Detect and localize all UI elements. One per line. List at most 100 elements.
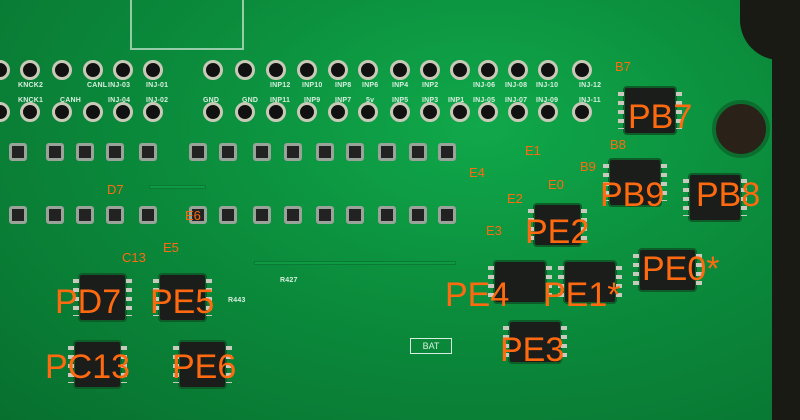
through-hole	[143, 102, 163, 122]
silk-inj11: INJ-11	[579, 97, 601, 104]
label-pe5: PE5	[150, 283, 215, 321]
solder-pad	[219, 206, 237, 224]
ic-pe1	[558, 262, 622, 302]
ic-pd7	[73, 275, 132, 320]
label-b8: B8	[610, 137, 626, 152]
solder-pad	[139, 143, 157, 161]
silk-inj02: INJ-02	[146, 97, 169, 104]
ic-pe5	[153, 275, 212, 320]
trace	[150, 186, 205, 188]
label-pe6: PE6	[172, 348, 237, 386]
label-pe1: PE1*	[543, 276, 621, 314]
solder-pad	[438, 143, 456, 161]
solder-pad	[409, 143, 427, 161]
label-e5: E5	[163, 240, 179, 255]
board-edge-background	[772, 0, 800, 420]
silk-inp1: INP1	[448, 97, 465, 104]
through-hole	[572, 102, 592, 122]
silk-inj03: INJ-03	[108, 82, 131, 89]
label-pe0: PE0*	[642, 250, 720, 288]
solder-pad	[284, 206, 302, 224]
label-e4: E4	[469, 165, 485, 180]
silk-inj09: INJ-09	[536, 97, 559, 104]
solder-pad	[253, 143, 271, 161]
through-hole	[450, 60, 470, 80]
silk-canh: CANH	[60, 97, 82, 104]
label-pe3: PE3	[500, 331, 565, 369]
silk-inj08: INJ-08	[505, 82, 528, 89]
through-hole	[328, 102, 348, 122]
label-b9: B9	[580, 159, 596, 174]
through-hole	[266, 60, 286, 80]
solder-pad	[189, 206, 207, 224]
through-hole	[420, 60, 440, 80]
ic-pc13	[68, 342, 127, 387]
through-hole	[0, 102, 10, 122]
label-pe4: PE4	[445, 276, 510, 314]
solder-pad	[316, 206, 334, 224]
silk-inp9: INP9	[304, 97, 321, 104]
silk-inp8: INP8	[335, 82, 352, 89]
through-hole	[572, 60, 592, 80]
through-hole	[143, 60, 163, 80]
label-e0: E0	[548, 177, 564, 192]
solder-pad	[284, 143, 302, 161]
silk-inp6: INP6	[362, 82, 379, 89]
silk-r443: R443	[228, 297, 246, 304]
silk-inp4: INP4	[392, 82, 409, 89]
solder-pad	[378, 206, 396, 224]
silk-bat: BAT	[410, 338, 452, 354]
solder-pad	[106, 206, 124, 224]
silk-canl: CANL	[87, 82, 108, 89]
label-pb7: PB7	[628, 98, 693, 136]
through-hole	[390, 102, 410, 122]
solder-pad	[46, 206, 64, 224]
label-d7: D7	[107, 182, 124, 197]
solder-pad	[189, 143, 207, 161]
trace	[255, 262, 455, 264]
solder-pad	[76, 206, 94, 224]
silk-inj04: INJ-04	[108, 97, 131, 104]
through-hole	[113, 102, 133, 122]
through-hole	[297, 102, 317, 122]
label-b7: B7	[615, 59, 631, 74]
silk-inj12: INJ-12	[579, 82, 602, 89]
solder-pad	[346, 206, 364, 224]
silk-gnd: GND	[203, 97, 220, 104]
through-hole	[328, 60, 348, 80]
ic-pe0	[633, 250, 702, 290]
through-hole	[297, 60, 317, 80]
ic-pe2	[528, 205, 587, 245]
silk-r427: R427	[280, 277, 298, 284]
ic-pe6	[173, 342, 232, 387]
silk-inp5: INP5	[392, 97, 409, 104]
through-hole	[20, 60, 40, 80]
through-hole	[358, 102, 378, 122]
through-hole	[203, 60, 223, 80]
solder-pad	[438, 206, 456, 224]
solder-pad	[9, 143, 27, 161]
ic-pb8	[683, 175, 747, 220]
label-e1: E1	[525, 143, 541, 158]
through-hole	[358, 60, 378, 80]
silk-inp3: INP3	[422, 97, 439, 104]
solder-pad	[378, 143, 396, 161]
label-e3: E3	[486, 223, 502, 238]
solder-pad	[316, 143, 334, 161]
label-e2: E2	[507, 191, 523, 206]
through-hole	[83, 60, 103, 80]
silk-inj01: INJ-01	[146, 82, 169, 89]
solder-pad	[409, 206, 427, 224]
through-hole	[538, 102, 558, 122]
through-hole	[478, 102, 498, 122]
solder-pad	[253, 206, 271, 224]
through-hole	[113, 60, 133, 80]
through-hole	[83, 102, 103, 122]
silk-inj07: INJ-07	[505, 97, 528, 104]
through-hole	[450, 102, 470, 122]
solder-pad	[219, 143, 237, 161]
solder-pad	[139, 206, 157, 224]
label-pd7: PD7	[55, 283, 122, 321]
label-pb9: PB9	[600, 176, 665, 214]
through-hole	[420, 102, 440, 122]
